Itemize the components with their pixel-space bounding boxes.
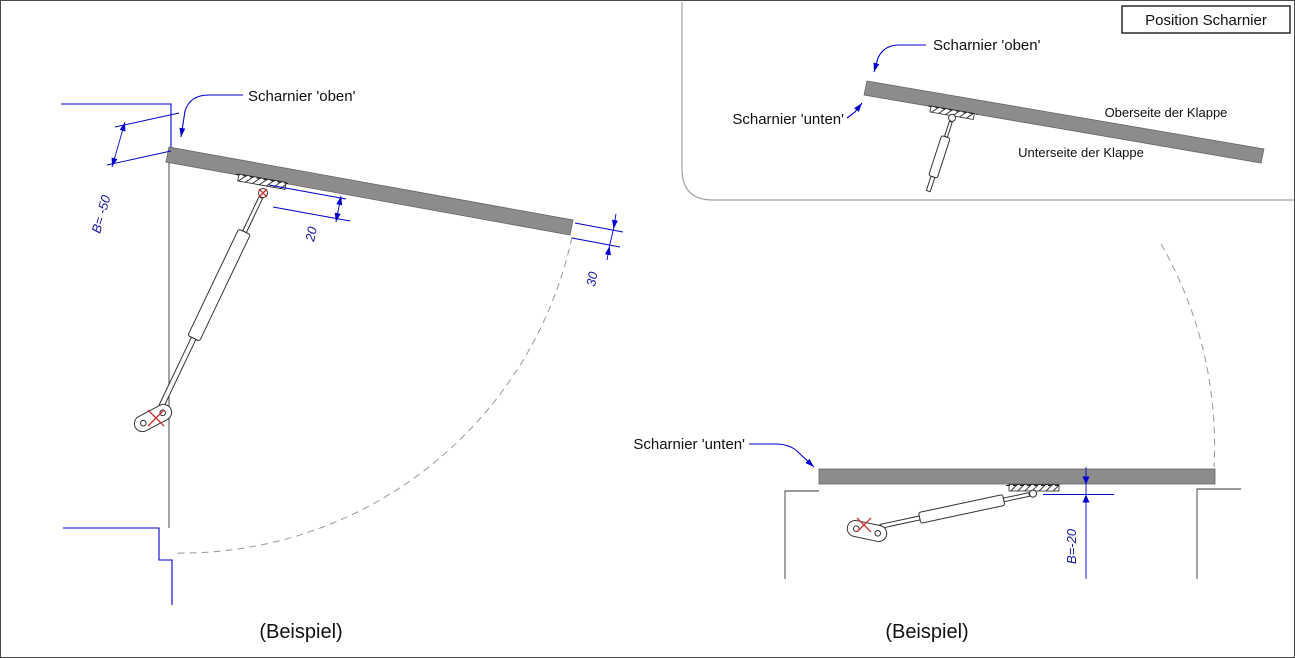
- panel-title-box: [1121, 5, 1291, 34]
- swing-arc-right: [1160, 243, 1216, 468]
- scharnier-unten-label-panel: Scharnier 'unten': [732, 111, 844, 128]
- gas-spring-panel: [925, 113, 957, 193]
- red-cross-left: [147, 409, 165, 427]
- unterseite-label: Unterseite der Klappe: [1018, 145, 1144, 160]
- leader-scharnier-unten-panel: [846, 102, 863, 119]
- right-diagram: Scharnier 'unten' B=-20 (Beispiel): [633, 243, 1241, 643]
- dim-30-text: 30: [583, 270, 601, 288]
- scharnier-oben-label-left: Scharnier 'oben': [248, 88, 356, 105]
- dimension-thickness-30: 30: [571, 213, 624, 288]
- dim-20-text: 20: [302, 225, 320, 244]
- flap-left: [165, 146, 574, 236]
- leader-scharnier-unten-right: [749, 443, 815, 468]
- cabinet-top-line-left: [61, 103, 172, 148]
- dimension-offset-20: 20: [268, 184, 351, 244]
- cabinet-bottom-step-left: [63, 527, 173, 605]
- panel-title: Position Scharnier: [1145, 12, 1267, 29]
- swing-arc-left: [172, 236, 573, 554]
- panel-border: [681, 2, 1294, 201]
- red-cross-right: [856, 517, 872, 533]
- flap-right: [818, 468, 1216, 485]
- wall-bracket-right: [846, 520, 888, 542]
- scharnier-unten-label-right: Scharnier 'unten': [633, 436, 745, 453]
- leader-scharnier-oben-left: [179, 94, 243, 138]
- pivot-marker-left: [258, 188, 268, 198]
- oberseite-label: Oberseite der Klappe: [1105, 105, 1228, 120]
- left-diagram: Scharnier 'oben' B= -50: [61, 88, 624, 643]
- dimension-b-right: B=-20: [1043, 467, 1114, 579]
- dimension-b-left: B= -50: [88, 112, 180, 235]
- position-scharnier-panel: Position Scharnier Scharnier 'oben' Scha…: [681, 2, 1294, 201]
- dim-b-right-text: B=-20: [1064, 528, 1079, 564]
- flap-panel: [863, 80, 1265, 164]
- scharnier-oben-label-panel: Scharnier 'oben': [933, 37, 1041, 54]
- wall-bracket-left: [133, 403, 173, 433]
- dim-b-left-text: B= -50: [88, 193, 113, 235]
- leader-scharnier-oben-panel: [873, 44, 926, 73]
- cabinet-edge-right-right: [1196, 488, 1241, 579]
- caption-left: (Beispiel): [259, 621, 342, 643]
- caption-right: (Beispiel): [885, 621, 968, 643]
- gas-spring-left: [158, 195, 264, 408]
- cabinet-edge-right-left: [784, 490, 819, 579]
- gas-spring-right: [879, 489, 1038, 529]
